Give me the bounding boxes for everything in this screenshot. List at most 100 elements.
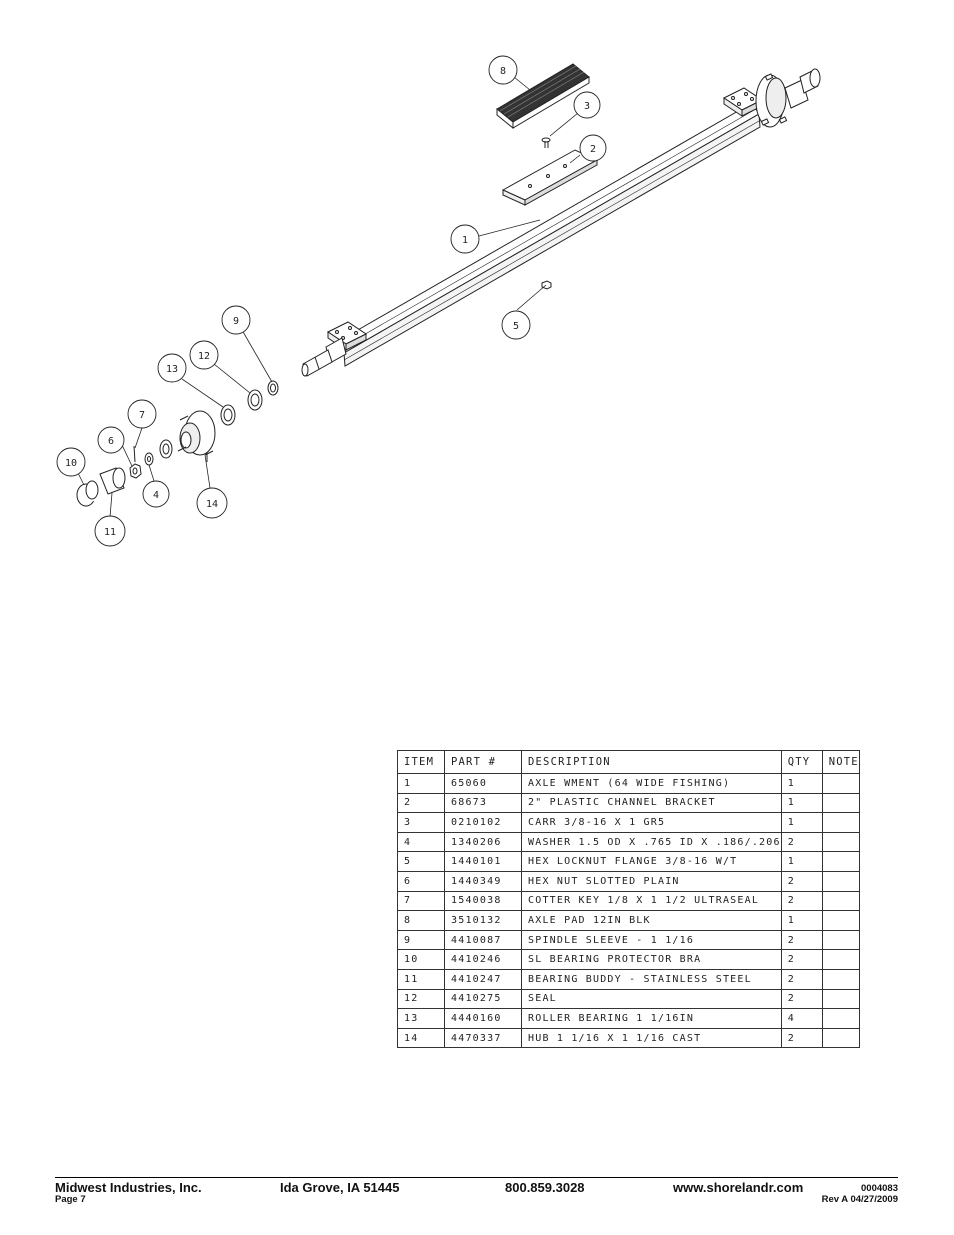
cell-description: SL BEARING PROTECTOR BRA xyxy=(521,949,782,970)
cell-part: 4410247 xyxy=(444,968,522,990)
hub xyxy=(177,410,216,462)
footer-location: Ida Grove, IA 51445 xyxy=(280,1180,400,1195)
balloon-13: 13 xyxy=(157,353,187,383)
footer-page-number: Page 7 xyxy=(55,1194,86,1205)
cell-description: COTTER KEY 1/8 X 1 1/2 ULTRASEAL xyxy=(521,890,782,912)
footer-website: www.shorelandr.com xyxy=(673,1180,804,1195)
svg-text:4: 4 xyxy=(153,490,159,501)
cell-note xyxy=(821,851,860,872)
right-spring-seat xyxy=(723,87,763,117)
cell-note xyxy=(821,890,860,912)
cell-description: SPINDLE SLEEVE - 1 1/16 xyxy=(521,929,782,951)
cell-part: 65060 xyxy=(444,773,522,794)
svg-text:2: 2 xyxy=(590,144,596,155)
cell-part: 1440349 xyxy=(444,870,522,892)
footer-company: Midwest Industries, Inc. xyxy=(55,1180,202,1195)
cell-item: 9 xyxy=(397,929,445,951)
footer-main-row: Midwest Industries, Inc. Ida Grove, IA 5… xyxy=(55,1178,898,1195)
cell-note xyxy=(821,910,860,931)
footer-doc-number: 0004083 xyxy=(861,1183,898,1194)
bearing-buddy xyxy=(99,467,126,495)
cell-note xyxy=(821,929,860,951)
cell-qty: 1 xyxy=(780,851,823,872)
cell-qty: 1 xyxy=(780,910,823,931)
svg-text:5: 5 xyxy=(513,321,519,332)
cell-description: WASHER 1.5 OD X .765 ID X .186/.206 xyxy=(521,831,782,853)
cell-part: 4440160 xyxy=(444,1008,522,1029)
cell-description: HUB 1 1/16 X 1 1/16 CAST xyxy=(521,1027,782,1049)
axle-beam xyxy=(336,102,761,367)
svg-text:11: 11 xyxy=(104,527,116,538)
cell-note xyxy=(821,812,860,833)
page-footer: Midwest Industries, Inc. Ida Grove, IA 5… xyxy=(55,1177,898,1206)
cell-note xyxy=(821,988,860,1010)
balloon-4: 4 xyxy=(142,480,170,508)
balloon-11: 11 xyxy=(94,515,126,547)
balloon-2: 2 xyxy=(579,134,607,162)
cell-note xyxy=(821,1008,860,1029)
svg-text:7: 7 xyxy=(139,410,145,421)
cell-qty: 2 xyxy=(780,949,823,970)
left-spindle xyxy=(301,337,347,377)
footer-sub-row: Page 7 Rev A 04/27/2009 xyxy=(55,1192,898,1206)
cell-item: 8 xyxy=(397,910,445,931)
cotter-key xyxy=(133,445,136,463)
cell-item: 3 xyxy=(397,812,445,833)
cell-item: 1 xyxy=(397,773,445,794)
cell-description: HEX LOCKNUT FLANGE 3/8-16 W/T xyxy=(521,851,782,872)
cell-qty: 2 xyxy=(780,929,823,951)
inner-bearing xyxy=(159,439,173,459)
cell-part: 4410246 xyxy=(444,949,522,970)
cell-note xyxy=(821,831,860,853)
cell-part: 4470337 xyxy=(444,1027,522,1049)
bearing-protector xyxy=(76,480,99,507)
cell-part: 1340206 xyxy=(444,831,522,853)
right-hub-assembly xyxy=(755,68,821,128)
cell-qty: 2 xyxy=(780,968,823,990)
balloon-1: 1 xyxy=(450,224,480,254)
cell-qty: 2 xyxy=(780,988,823,1010)
balloon-6: 6 xyxy=(97,426,125,454)
cell-qty: 1 xyxy=(780,812,823,833)
cell-part: 1440101 xyxy=(444,851,522,872)
seal xyxy=(247,389,263,411)
cell-qty: 2 xyxy=(780,890,823,912)
callout-balloons: 8 3 2 1 5 9 12 13 7 6 10 4 14 11 xyxy=(56,55,607,547)
cell-item: 5 xyxy=(397,851,445,872)
cell-item: 4 xyxy=(397,831,445,853)
svg-text:10: 10 xyxy=(65,458,77,469)
cell-description: 2" PLASTIC CHANNEL BRACKET xyxy=(521,792,782,814)
cell-item: 7 xyxy=(397,890,445,912)
svg-text:1: 1 xyxy=(462,235,468,246)
table-header-row: ITEM PART # DESCRIPTION QTY NOTE xyxy=(397,750,860,774)
cell-item: 11 xyxy=(397,968,445,990)
carriage-bolt xyxy=(541,137,551,148)
cell-description: AXLE PAD 12IN BLK xyxy=(521,910,782,931)
balloon-5: 5 xyxy=(501,310,531,340)
svg-text:13: 13 xyxy=(166,364,178,375)
col-header-qty: QTY xyxy=(780,750,823,774)
cell-note xyxy=(821,968,860,990)
col-header-description: DESCRIPTION xyxy=(521,750,782,774)
balloon-10: 10 xyxy=(56,447,86,477)
cell-description: SEAL xyxy=(521,988,782,1010)
col-header-part: PART # xyxy=(444,750,522,774)
cell-item: 14 xyxy=(397,1027,445,1049)
cell-description: BEARING BUDDY - STAINLESS STEEL xyxy=(521,968,782,990)
svg-text:6: 6 xyxy=(108,436,114,447)
spindle-sleeve xyxy=(267,380,279,396)
cell-qty: 2 xyxy=(780,1027,823,1049)
cell-part: 0210102 xyxy=(444,812,522,833)
cell-item: 10 xyxy=(397,949,445,970)
balloon-3: 3 xyxy=(573,91,601,119)
